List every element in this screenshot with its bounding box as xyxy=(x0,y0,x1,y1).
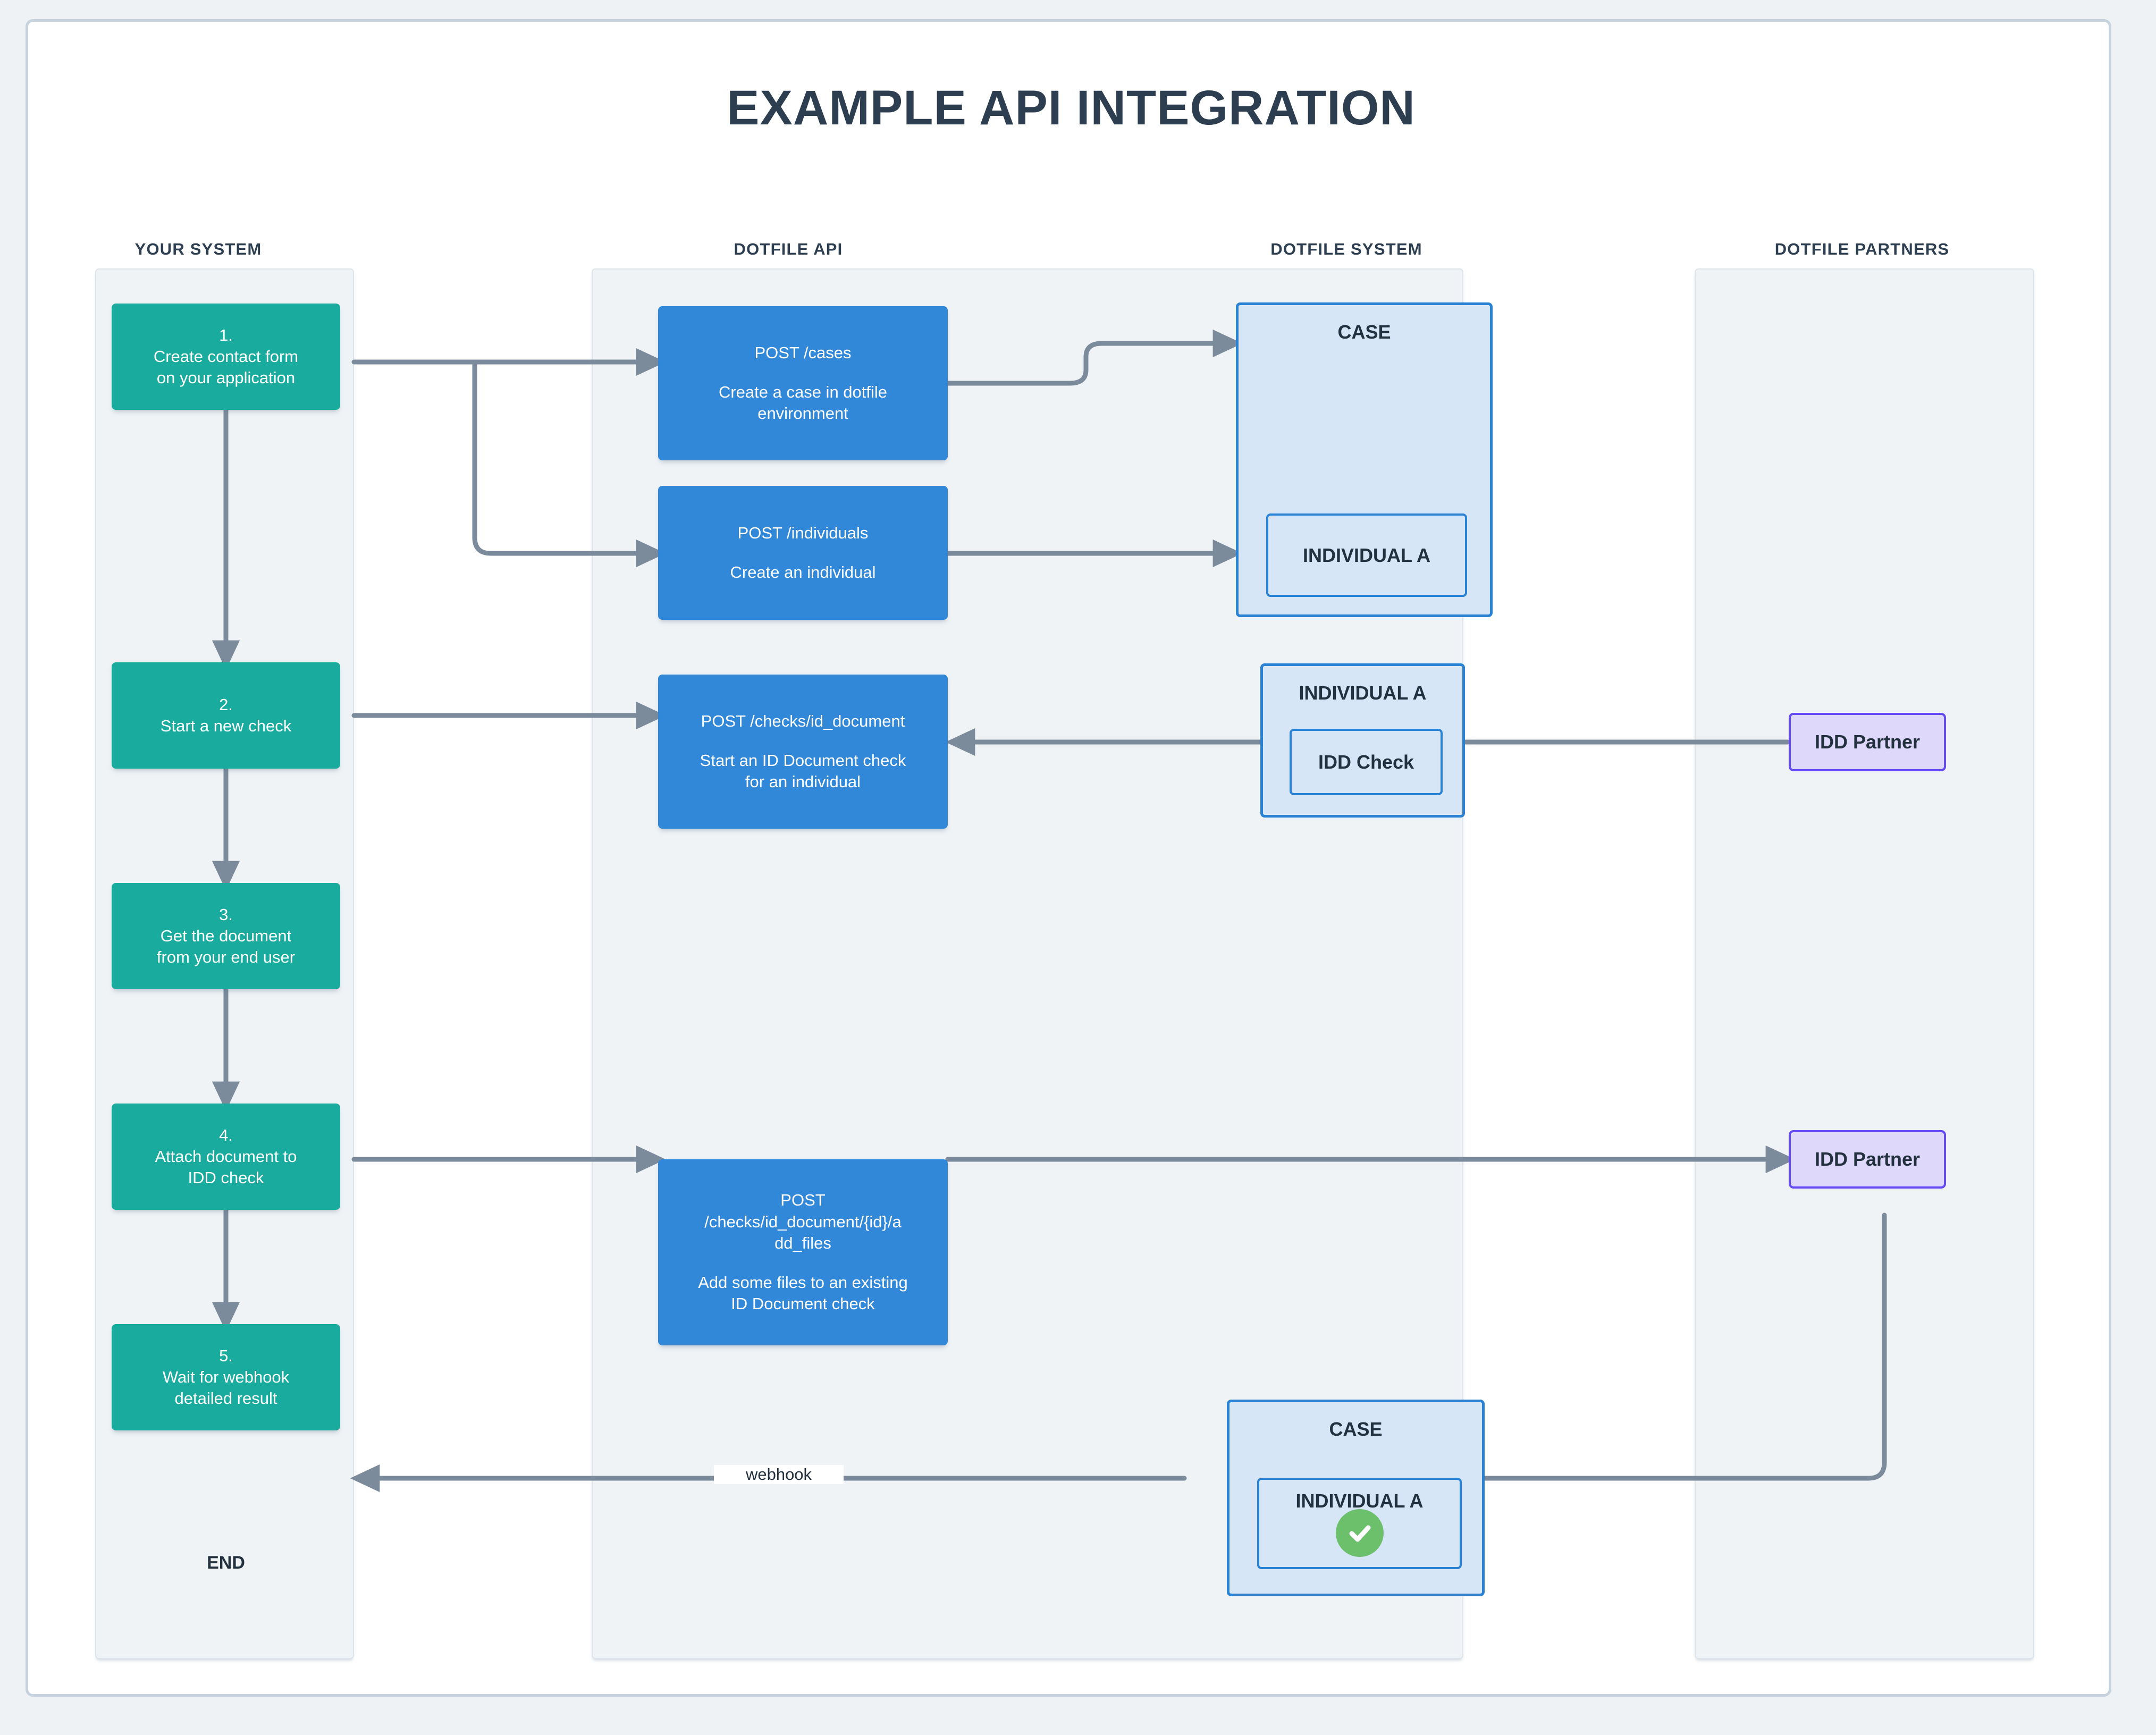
api-4-desc-line2: ID Document check xyxy=(731,1294,875,1313)
api-4-desc-line1: Add some files to an existing xyxy=(698,1273,908,1292)
edge-label-webhook: webhook xyxy=(714,1465,844,1484)
step-1-line2: on your application xyxy=(156,368,296,388)
entity-case-bottom-individual-a[interactable]: INDIVIDUAL A xyxy=(1257,1478,1462,1569)
api-3-desc-line2: for an individual xyxy=(745,772,861,791)
lane-header-dotfile-system: DOTFILE SYSTEM xyxy=(1270,240,1422,258)
entity-individual-a-title: INDIVIDUAL A xyxy=(1299,682,1427,704)
entity-individual-a-check[interactable]: INDIVIDUAL A IDD Check xyxy=(1260,663,1465,818)
api-4-endpoint-line1: POST xyxy=(780,1191,826,1210)
step-node-1[interactable]: 1. Create contact form on your applicati… xyxy=(112,304,340,410)
api-4-endpoint-line2: /checks/id_document/{id}/a xyxy=(704,1212,902,1231)
api-node-post-check-id-document[interactable]: POST /checks/id_document Start an ID Doc… xyxy=(658,675,948,829)
entity-idd-check[interactable]: IDD Check xyxy=(1290,729,1443,795)
page-title: EXAMPLE API INTEGRATION xyxy=(727,81,1416,135)
partner-idd-partner-1[interactable]: IDD Partner xyxy=(1789,713,1946,771)
lane-header-your-system: YOUR SYSTEM xyxy=(134,240,262,258)
entity-case-top-title: CASE xyxy=(1337,321,1391,343)
api-2-endpoint: POST /individuals xyxy=(737,523,869,542)
api-4-endpoint-line3: dd_files xyxy=(774,1233,831,1252)
partner-idd-partner-2[interactable]: IDD Partner xyxy=(1789,1130,1946,1189)
api-node-post-individuals[interactable]: POST /individuals Create an individual xyxy=(658,486,948,620)
step-1-line1: Create contact form xyxy=(153,347,299,366)
step-1-number: 1. xyxy=(219,325,233,344)
api-node-post-add-files[interactable]: POST /checks/id_document/{id}/a dd_files… xyxy=(658,1159,948,1345)
step-node-5[interactable]: 5. Wait for webhook detailed result xyxy=(112,1324,340,1430)
api-2-desc-line1: Create an individual xyxy=(730,563,876,582)
step-node-2[interactable]: 2. Start a new check xyxy=(112,662,340,769)
step-5-line1: Wait for webhook xyxy=(162,1367,290,1386)
lane-header-dotfile-api: DOTFILE API xyxy=(734,240,843,258)
api-1-endpoint: POST /cases xyxy=(754,343,852,362)
check-circle-icon xyxy=(1335,1509,1384,1557)
step-5-number: 5. xyxy=(219,1346,233,1365)
lane-panel-dotfile-partners xyxy=(1695,268,2034,1659)
partner-idd-partner-1-label: IDD Partner xyxy=(1814,731,1921,753)
step-node-4[interactable]: 4. Attach document to IDD check xyxy=(112,1104,340,1210)
step-4-line2: IDD check xyxy=(188,1168,264,1187)
api-node-post-cases[interactable]: POST /cases Create a case in dotfile env… xyxy=(658,306,948,460)
lane-header-dotfile-partners: DOTFILE PARTNERS xyxy=(1774,240,1950,258)
entity-case-bottom-individual-a-label: INDIVIDUAL A xyxy=(1295,1490,1424,1512)
entity-case-bottom[interactable]: CASE INDIVIDUAL A xyxy=(1227,1400,1485,1596)
step-4-number: 4. xyxy=(219,1125,233,1144)
api-3-endpoint: POST /checks/id_document xyxy=(701,711,905,730)
entity-idd-check-label: IDD Check xyxy=(1318,751,1414,773)
step-4-line1: Attach document to xyxy=(155,1147,297,1166)
partner-idd-partner-2-label: IDD Partner xyxy=(1814,1148,1921,1170)
entity-case-top[interactable]: CASE INDIVIDUAL A xyxy=(1236,302,1493,617)
step-3-line2: from your end user xyxy=(156,948,296,967)
api-3-desc-line1: Start an ID Document check xyxy=(700,751,906,770)
diagram-canvas: EXAMPLE API INTEGRATION YOUR SYSTEM DOTF… xyxy=(26,19,2111,1697)
end-label: END xyxy=(207,1553,245,1573)
step-node-3[interactable]: 3. Get the document from your end user xyxy=(112,883,340,989)
step-3-number: 3. xyxy=(219,905,233,924)
api-1-desc-line1: Create a case in dotfile xyxy=(718,382,888,401)
entity-case-bottom-title: CASE xyxy=(1329,1418,1383,1440)
step-2-number: 2. xyxy=(219,695,233,714)
step-5-line2: detailed result xyxy=(174,1389,277,1408)
api-1-desc-line2: environment xyxy=(757,404,848,423)
step-3-line1: Get the document xyxy=(160,926,292,945)
entity-case-top-individual-a[interactable]: INDIVIDUAL A xyxy=(1266,513,1467,597)
step-2-line1: Start a new check xyxy=(160,717,292,735)
entity-case-top-individual-a-label: INDIVIDUAL A xyxy=(1302,544,1430,566)
